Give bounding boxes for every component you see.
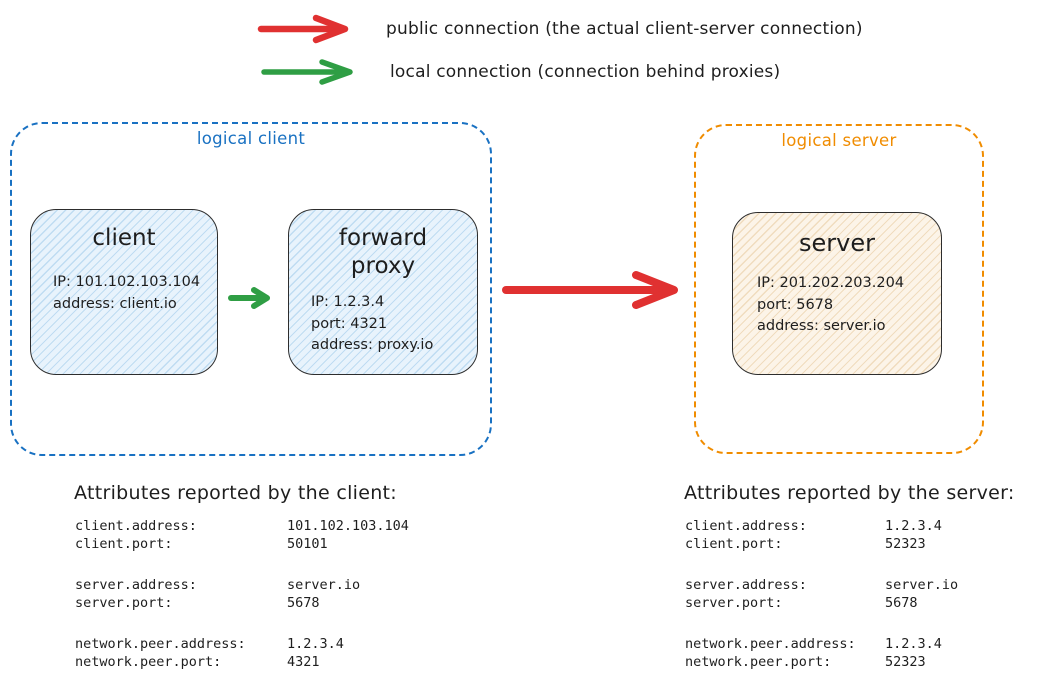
attr-key: client.port:: [685, 535, 783, 552]
attr-row: server.port: 5678: [685, 595, 958, 613]
server-attributes-table: client.address: 1.2.3.4 client.port: 52323…: [685, 518, 958, 686]
server-node: server IP: 201.202.203.204 port: 5678 ad…: [732, 212, 942, 375]
node-detail-line: IP: 201.202.203.204: [757, 275, 905, 291]
forward-proxy-node-title: forward proxy: [338, 225, 428, 279]
attr-key: client.port:: [75, 535, 173, 552]
logical-client-group: logical client client IP: 101.102.103.10…: [10, 122, 492, 456]
client-node: client IP: 101.102.103.104 address: clie…: [30, 209, 218, 375]
client-attributes-table: client.address: 101.102.103.104 client.po…: [75, 518, 409, 686]
attr-value: 52323: [885, 535, 926, 552]
server-node-title: server: [799, 229, 875, 257]
server-node-details: IP: 201.202.203.204 port: 5678 address: …: [733, 273, 941, 338]
attr-group: network.peer.address: 1.2.3.4 network.pee…: [685, 636, 958, 671]
attr-value: 1.2.3.4: [885, 636, 942, 652]
attr-key: server.address:: [75, 577, 197, 593]
legend-label-public: public connection (the actual client-ser…: [386, 19, 863, 39]
green-arrow-icon: [261, 59, 353, 85]
attr-key: network.peer.address:: [75, 636, 246, 652]
attr-row: network.peer.port: 52323: [685, 654, 958, 672]
attr-group: server.address: server.io server.port: 567…: [75, 577, 409, 612]
logical-client-label: logical client: [196, 129, 306, 148]
attr-key: server.port:: [685, 594, 783, 611]
attr-row: server.address: server.io: [75, 577, 409, 595]
attr-row: client.address: 101.102.103.104: [75, 518, 409, 536]
attr-value: 5678: [287, 594, 320, 611]
attr-value: 1.2.3.4: [885, 518, 942, 534]
attr-value: server.io: [885, 577, 959, 593]
attr-value: server.io: [287, 577, 361, 593]
legend-item-public: public connection (the actual client-ser…: [256, 13, 863, 45]
attr-value: 52323: [885, 653, 926, 670]
attr-row: network.peer.address: 1.2.3.4: [685, 636, 958, 654]
attr-row: server.port: 5678: [75, 595, 409, 613]
node-detail-line: address: client.io: [53, 295, 177, 312]
attr-value: 4321: [287, 653, 320, 670]
attr-value: 50101: [287, 535, 328, 552]
forward-proxy-node: forward proxy IP: 1.2.3.4 port: 4321 add…: [288, 209, 478, 375]
server-attributes-heading: Attributes reported by the server:: [684, 482, 1015, 504]
node-detail-line: address: proxy.io: [311, 337, 434, 353]
attr-key: server.port:: [75, 594, 173, 611]
legend-item-local: local connection (connection behind prox…: [260, 57, 780, 87]
red-arrow-icon: [502, 271, 678, 309]
attr-row: network.peer.address: 1.2.3.4: [75, 636, 409, 654]
attr-row: client.port: 50101: [75, 536, 409, 554]
attr-key: network.peer.port:: [75, 653, 222, 670]
attr-value: 1.2.3.4: [287, 636, 344, 652]
node-detail-line: IP: 1.2.3.4: [311, 294, 385, 310]
attr-row: network.peer.port: 4321: [75, 654, 409, 672]
node-detail-line: port: 4321: [311, 315, 388, 332]
attr-row: client.port: 52323: [685, 536, 958, 554]
legend-label-local: local connection (connection behind prox…: [390, 62, 781, 82]
attr-group: network.peer.address: 1.2.3.4 network.pee…: [75, 636, 409, 671]
attr-key: network.peer.address:: [685, 636, 856, 652]
red-arrow-icon: [257, 14, 349, 44]
attr-key: network.peer.port:: [685, 653, 832, 670]
green-arrow-icon: [228, 287, 270, 309]
attr-row: server.address: server.io: [685, 577, 958, 595]
attr-row: client.address: 1.2.3.4: [685, 518, 958, 536]
client-node-title: client: [92, 225, 156, 251]
attr-group: client.address: 101.102.103.104 client.po…: [75, 518, 409, 553]
node-detail-line: port: 5678: [757, 296, 834, 313]
client-node-details: IP: 101.102.103.104 address: client.io: [31, 272, 217, 315]
attr-group: server.address: server.io server.port: 567…: [685, 577, 958, 612]
attr-group: client.address: 1.2.3.4 client.port: 52323: [685, 518, 958, 553]
client-attributes-heading: Attributes reported by the client:: [74, 482, 398, 504]
forward-proxy-node-details: IP: 1.2.3.4 port: 4321 address: proxy.io: [289, 292, 477, 357]
logical-server-label: logical server: [781, 131, 897, 150]
attr-key: client.address:: [685, 518, 807, 534]
attr-key: server.address:: [685, 577, 807, 593]
node-detail-line: address: server.io: [757, 318, 886, 334]
attr-value: 101.102.103.104: [287, 518, 409, 534]
attr-key: client.address:: [75, 518, 197, 534]
node-detail-line: IP: 101.102.103.104: [53, 274, 201, 290]
logical-server-group: logical server server IP: 201.202.203.20…: [694, 124, 984, 454]
attr-value: 5678: [885, 594, 918, 611]
